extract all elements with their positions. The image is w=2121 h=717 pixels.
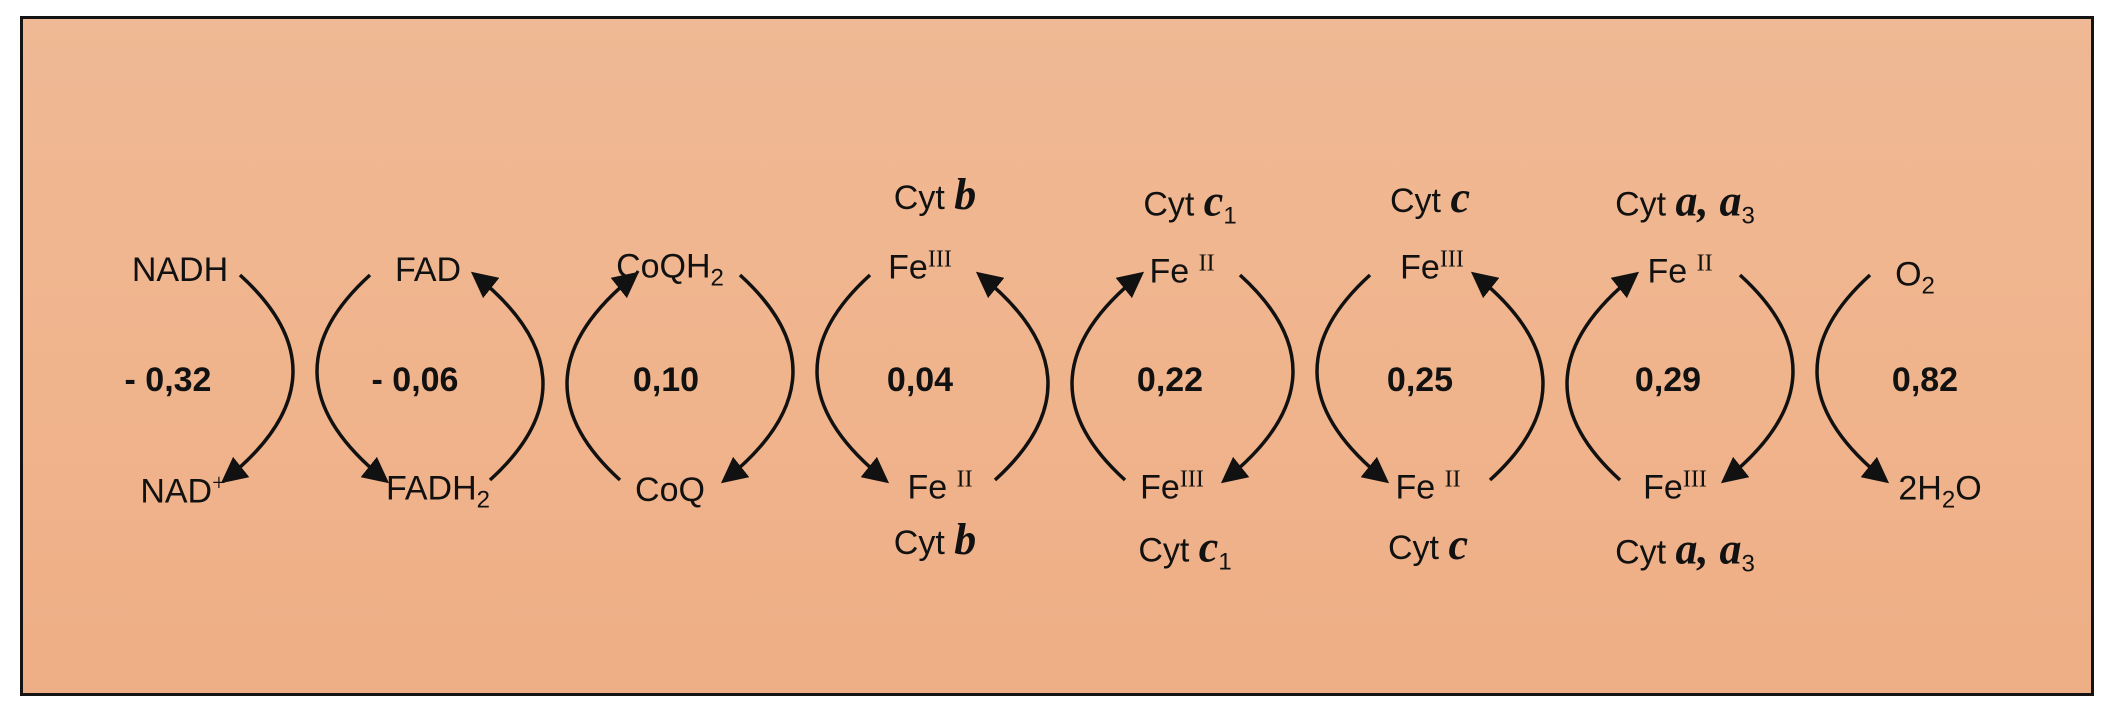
arrow-1-left: [470, 271, 545, 482]
arrow-5-left: [1470, 271, 1545, 482]
arrow-2-right: [815, 273, 890, 484]
species-bottom-fe-cyt-aa3: FeIII: [1643, 466, 1707, 507]
potential-cyt-b: 0,04: [886, 361, 954, 399]
arrow-2-left: [720, 273, 795, 484]
potential-cyt-aa3: 0,29: [1634, 361, 1702, 399]
arrow-0-left: [220, 273, 295, 484]
species-bottom-coq: CoQ: [635, 471, 705, 509]
species-top-fe-cyt-c: FeIII: [1400, 246, 1464, 287]
arrow-6-right: [1815, 273, 1890, 484]
arrow-4-right: [1315, 273, 1390, 484]
potential-o2: 0,82: [1891, 361, 1959, 399]
arrow-6-left: [1720, 273, 1795, 484]
cytochrome-bottom-c: Cyt c: [1388, 520, 1468, 569]
potential-nad: - 0,32: [124, 361, 212, 399]
species-top-fe-cyt-aa3: Fe II: [1647, 250, 1713, 291]
cytochrome-bottom-c1: Cyt c1: [1138, 522, 1232, 576]
cytochrome-top-b: Cyt b: [893, 170, 977, 219]
species-bottom-nad-plus: NAD+: [140, 470, 226, 511]
cytochrome-bottom-aa3: Cyt a, a3: [1615, 524, 1755, 578]
cytochrome-bottom-b: Cyt b: [893, 515, 977, 564]
species-top-fe-cyt-b: FeIII: [888, 246, 952, 287]
species-top-nadh: NADH: [131, 251, 229, 289]
cytochrome-top-aa3: Cyt a, a3: [1615, 176, 1755, 230]
potential-cyt-c1: 0,22: [1136, 361, 1204, 399]
arrow-4-left: [1220, 273, 1295, 484]
species-bottom-fadh2: FADH2: [385, 469, 491, 514]
species-bottom-fe-cyt-c1: FeIII: [1140, 466, 1204, 507]
species-top-coqh2: CoQH2: [616, 247, 724, 292]
potential-cyt-c: 0,25: [1386, 361, 1454, 399]
cytochrome-top-c1: Cyt c1: [1143, 176, 1237, 230]
potential-coq: 0,10: [632, 361, 700, 399]
diagram-panel: [20, 16, 2094, 696]
species-bottom-fe-cyt-b: Fe II: [907, 466, 973, 507]
species-top-fe-cyt-c1: Fe II: [1149, 250, 1215, 291]
species-top-fad: FAD: [394, 251, 462, 289]
arrow-3-left: [975, 271, 1050, 482]
species-bottom-fe-cyt-c: Fe II: [1395, 466, 1461, 507]
arrow-0-right: [315, 273, 390, 484]
arrow-1-right: [565, 271, 640, 482]
arrow-3-right: [1070, 271, 1145, 482]
species-bottom-2h2o: 2H2O: [1898, 469, 1982, 514]
species-top-o2: O2: [1895, 255, 1935, 300]
arrow-5-right: [1565, 271, 1640, 482]
potential-fad: - 0,06: [371, 361, 459, 399]
cytochrome-top-c: Cyt c: [1390, 173, 1470, 222]
